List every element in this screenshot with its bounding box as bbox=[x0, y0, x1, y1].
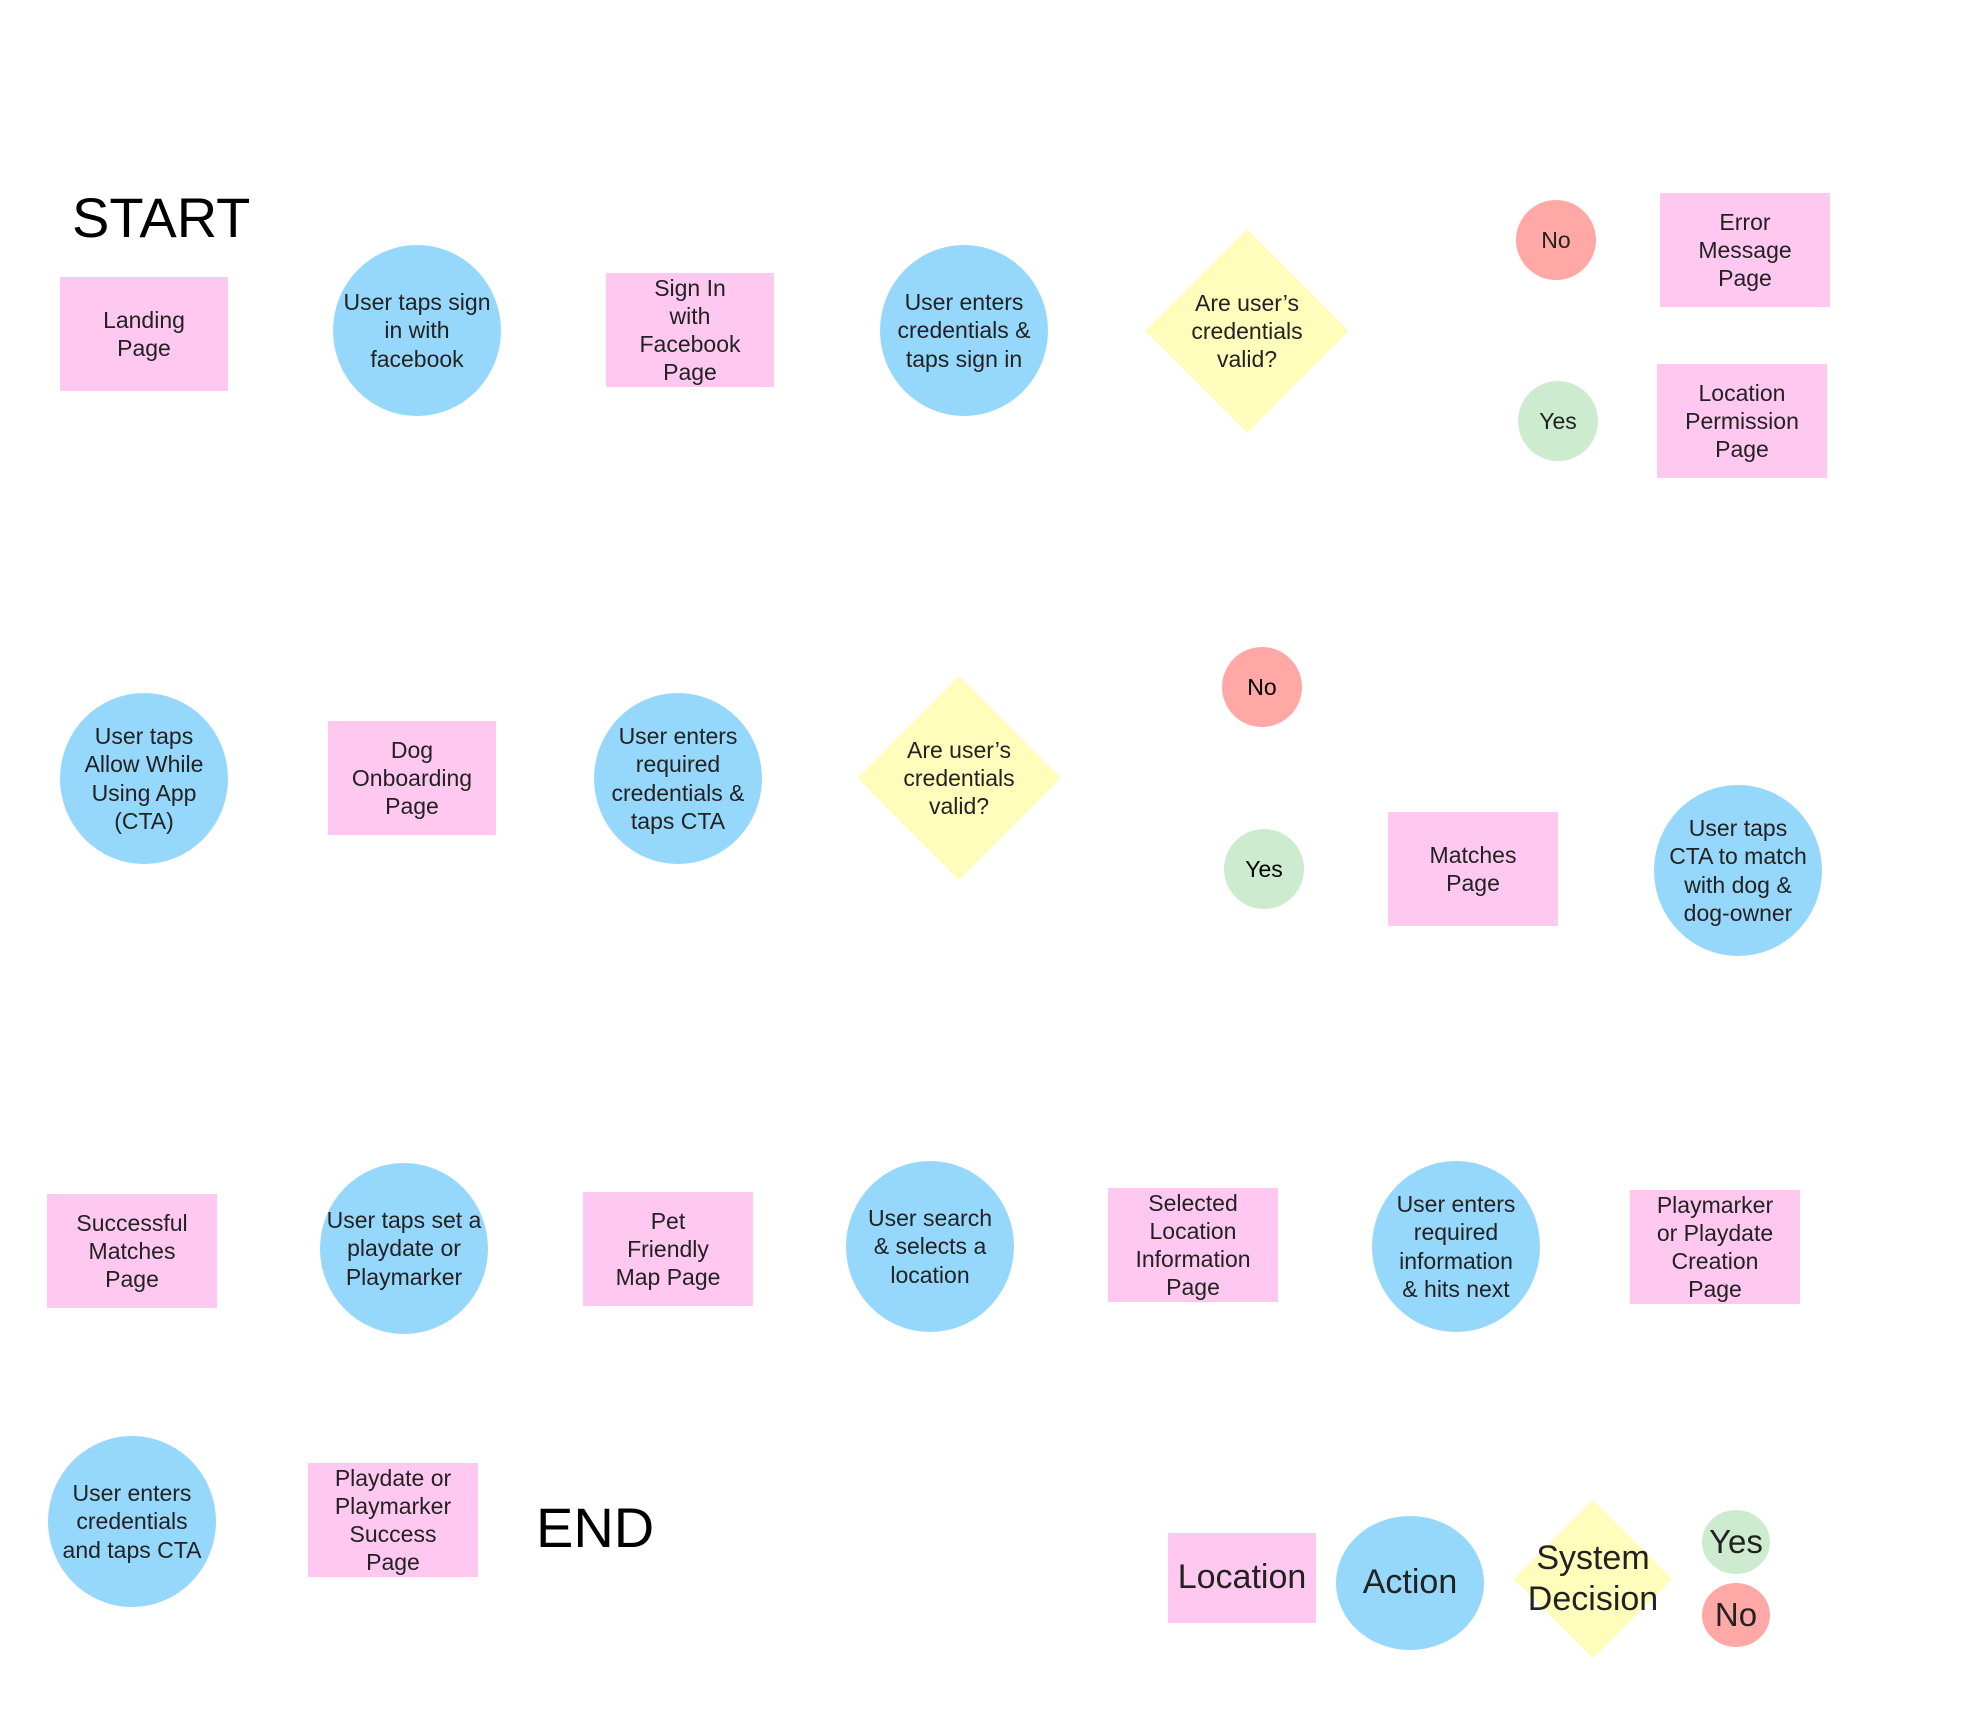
node-label: Dog Onboarding Page bbox=[351, 736, 473, 820]
node-label: Are user’s credentials valid? bbox=[1191, 289, 1303, 373]
node-playdate-success-page: Playdate or Playmarker Success Page bbox=[308, 1463, 478, 1577]
node-label: User search & selects a location bbox=[868, 1205, 992, 1288]
node-label: Location Permission Page bbox=[1685, 379, 1799, 463]
node-label: Matches Page bbox=[1429, 841, 1517, 896]
node-user-enters-required-information: User enters required information & hits … bbox=[1372, 1161, 1540, 1332]
legend-label: Yes bbox=[1709, 1522, 1763, 1560]
node-successful-matches-page: Successful Matches Page bbox=[47, 1194, 217, 1308]
node-label: User taps CTA to match with dog & dog-ow… bbox=[1669, 815, 1807, 926]
legend-label: System Decision bbox=[1527, 1538, 1659, 1618]
node-error-message-page: Error Message Page bbox=[1660, 193, 1830, 307]
node-user-taps-allow-while-using: User taps Allow While Using App (CTA) bbox=[60, 693, 228, 864]
legend-label: Action bbox=[1362, 1563, 1458, 1602]
node-label: Landing Page bbox=[103, 306, 185, 361]
start-label: START bbox=[72, 186, 251, 249]
node-no-badge-2: No bbox=[1222, 647, 1302, 727]
node-yes-badge-1: Yes bbox=[1518, 381, 1598, 461]
node-user-taps-sign-in-facebook: User taps sign in with facebook bbox=[333, 245, 501, 416]
node-user-search-selects-location: User search & selects a location bbox=[846, 1161, 1014, 1332]
node-label: Successful Matches Page bbox=[76, 1209, 188, 1293]
node-sign-in-facebook-page: Sign In with Facebook Page bbox=[606, 273, 774, 387]
node-user-taps-set-playdate: User taps set a playdate or Playmarker bbox=[320, 1163, 488, 1334]
legend-location: Location bbox=[1168, 1533, 1316, 1623]
node-label: User taps sign in with facebook bbox=[343, 289, 491, 372]
node-yes-badge-2: Yes bbox=[1224, 829, 1304, 909]
node-label: User enters credentials and taps CTA bbox=[62, 1480, 202, 1563]
node-no-badge-1: No bbox=[1516, 200, 1596, 280]
node-matches-page: Matches Page bbox=[1388, 812, 1558, 926]
node-playmarker-creation-page: Playmarker or Playdate Creation Page bbox=[1630, 1190, 1800, 1304]
legend-action: Action bbox=[1336, 1516, 1484, 1650]
node-label: No bbox=[1541, 226, 1571, 253]
node-label: User enters credentials & taps sign in bbox=[897, 289, 1031, 372]
end-label: END bbox=[536, 1496, 655, 1559]
legend-label: No bbox=[1714, 1595, 1758, 1633]
node-user-enters-credentials: User enters credentials & taps sign in bbox=[880, 245, 1048, 416]
node-label: Error Message Page bbox=[1698, 208, 1792, 292]
node-label: Yes bbox=[1539, 407, 1577, 434]
node-label: Are user’s credentials valid? bbox=[903, 736, 1015, 820]
node-label: No bbox=[1247, 673, 1277, 700]
node-label: Selected Location Information Page bbox=[1135, 1189, 1251, 1301]
node-label: Playmarker or Playdate Creation Page bbox=[1656, 1191, 1774, 1303]
node-label: User enters required credentials & taps … bbox=[611, 723, 745, 834]
node-selected-location-info-page: Selected Location Information Page bbox=[1108, 1188, 1278, 1302]
node-user-enters-credentials-taps-cta: User enters credentials and taps CTA bbox=[48, 1436, 216, 1607]
node-label: Yes bbox=[1245, 855, 1283, 882]
legend-no: No bbox=[1702, 1583, 1770, 1647]
node-label: Sign In with Facebook Page bbox=[639, 274, 741, 386]
node-landing-page: Landing Page bbox=[60, 277, 228, 391]
node-label: User enters required information & hits … bbox=[1396, 1191, 1516, 1302]
node-dog-onboarding-page: Dog Onboarding Page bbox=[328, 721, 496, 835]
node-location-permission-page: Location Permission Page bbox=[1657, 364, 1827, 478]
node-decision-credentials-valid-2: Are user’s credentials valid? bbox=[857, 676, 1061, 880]
node-label: Playdate or Playmarker Success Page bbox=[334, 1464, 452, 1576]
legend-system-decision: System Decision bbox=[1506, 1499, 1680, 1659]
node-label: User taps set a playdate or Playmarker bbox=[326, 1207, 482, 1290]
node-label: Pet Friendly Map Page bbox=[615, 1207, 721, 1291]
node-label: User taps Allow While Using App (CTA) bbox=[84, 723, 204, 834]
node-user-enters-required-credentials: User enters required credentials & taps … bbox=[594, 693, 762, 864]
node-user-taps-cta-to-match: User taps CTA to match with dog & dog-ow… bbox=[1654, 785, 1822, 956]
node-decision-credentials-valid-1: Are user’s credentials valid? bbox=[1145, 229, 1349, 433]
legend-yes: Yes bbox=[1702, 1510, 1770, 1574]
node-pet-friendly-map-page: Pet Friendly Map Page bbox=[583, 1192, 753, 1306]
legend-label: Location bbox=[1177, 1558, 1307, 1597]
